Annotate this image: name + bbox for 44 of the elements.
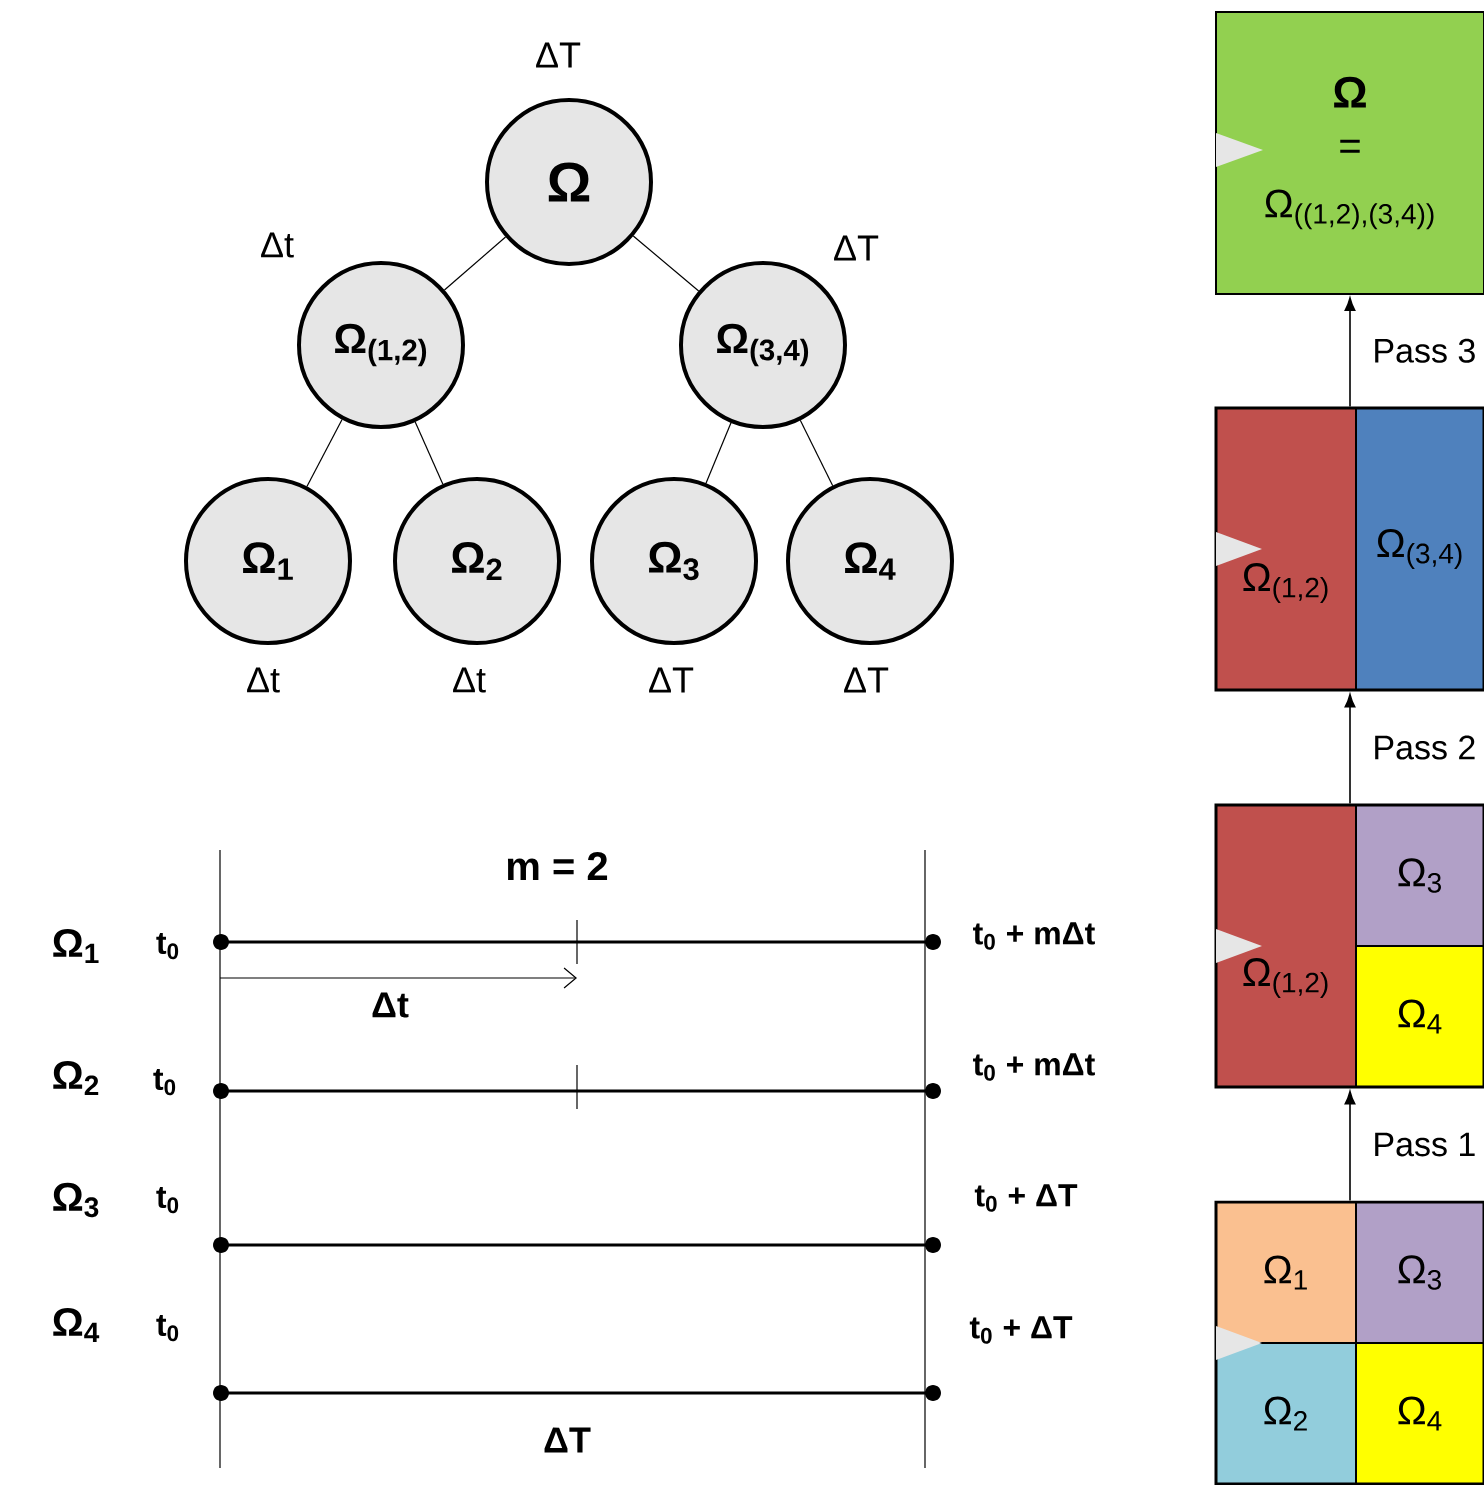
time-label: t$_{0}$ + ΔT	[974, 1184, 1078, 1212]
pass-arrow	[1344, 297, 1356, 408]
subdomain-box: Ω$_{(3,4)}$	[1355, 407, 1484, 691]
domain-label: Ω$_{4}$	[53, 1307, 100, 1343]
time-label: t$_{0}$	[156, 1186, 179, 1214]
subdomain-box: Ω$_{3}$	[1355, 804, 1484, 947]
time-label: t$_{0}$	[153, 1068, 176, 1096]
time-label: t$_{0}$	[156, 1314, 179, 1342]
tree-line	[705, 422, 732, 484]
interval-label: Δt	[372, 992, 409, 1018]
subdomain-box: Ω$_{2}$	[1215, 1342, 1357, 1485]
time-step-label: Δt	[453, 667, 486, 693]
time-label: t$_{0}$ + mΔt	[973, 922, 1095, 950]
subdomain-box: Ω$_{4}$	[1355, 945, 1484, 1088]
time-step-label: ΔT	[834, 235, 879, 261]
pass-arrow	[1344, 1091, 1356, 1202]
subdomain-box: Ω$_{(1,2)}$	[1215, 407, 1357, 691]
subdomain-box: Ω = Ω$_{((1,2),(3,4))}$	[1215, 11, 1484, 295]
tree-line	[306, 418, 343, 488]
domain-label: Ω$_{2}$	[53, 1060, 99, 1096]
domain-label: Ω$_{3}$	[53, 1182, 99, 1218]
domain-label: Ω$_{1}$	[53, 928, 99, 964]
tree-line	[414, 421, 444, 485]
tree-line	[443, 236, 507, 291]
edge-label: Pass 3	[1375, 338, 1475, 363]
edge-label: Pass 2	[1375, 735, 1475, 760]
time-step-label: ΔT	[844, 667, 889, 693]
time-step-label: ΔT	[536, 42, 581, 68]
edge-label: Pass 1	[1375, 1132, 1475, 1157]
time-step-label: Δt	[261, 232, 294, 258]
tree-line	[799, 419, 834, 487]
interval-label: ΔT	[544, 1427, 591, 1453]
subdomain-box: Ω$_{4}$	[1355, 1342, 1484, 1485]
time-step-label: Δt	[247, 667, 280, 693]
time-step-label: ΔT	[649, 667, 694, 693]
time-label: t$_{0}$	[156, 932, 179, 960]
subdomain-box: Ω$_{3}$	[1355, 1201, 1484, 1344]
pass-arrow	[1344, 694, 1356, 805]
time-label: t$_{0}$ + mΔt	[973, 1053, 1095, 1081]
parameter-label: m = 2	[507, 852, 608, 880]
subdomain-box: Ω$_{(1,2)}$	[1215, 804, 1357, 1088]
time-label: t$_{0}$ + ΔT	[969, 1316, 1073, 1344]
tree-line	[632, 235, 700, 292]
subdomain-box: Ω$_{1}$	[1215, 1201, 1357, 1344]
